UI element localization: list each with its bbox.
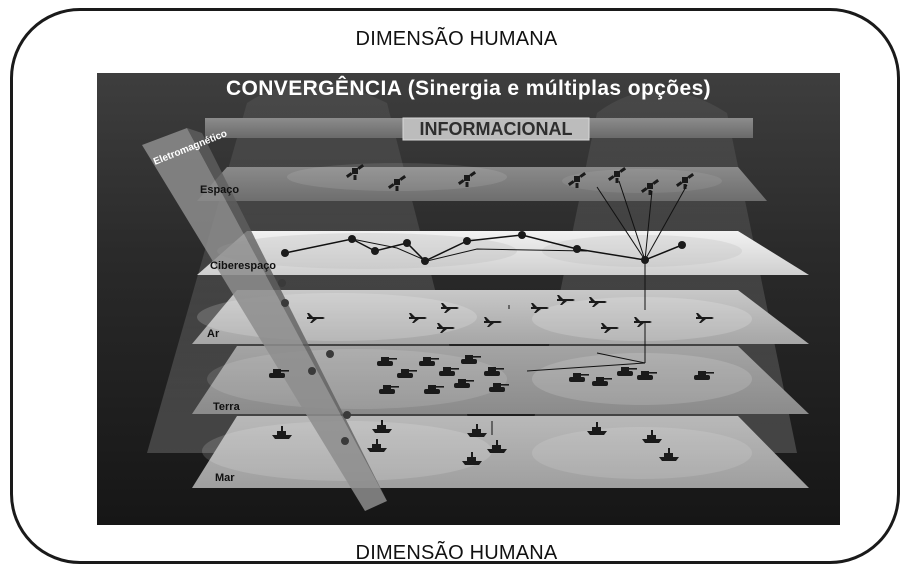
space-downlinks <box>596 180 688 310</box>
human-dimension-bottom-label: DIMENSÃO HUMANA <box>355 542 558 564</box>
layers-scene: Espaço Ciberespaço Ar Terra Mar INFORMAC… <box>142 83 809 511</box>
plane-land <box>192 346 809 414</box>
electromagnetic-beam-shadow <box>187 128 387 501</box>
cyber-zone-left <box>217 233 517 269</box>
air-zone-right <box>532 297 752 341</box>
space-zone-left <box>287 163 507 191</box>
electromagnetic-beam <box>142 128 387 511</box>
human-dimension-frame <box>10 8 900 564</box>
plane-space <box>197 167 767 201</box>
informational-label: INFORMACIONAL <box>420 119 573 139</box>
layer-label-sea: Mar <box>215 472 235 484</box>
sea-zone-right <box>532 427 752 479</box>
layer-label-space: Espaço <box>200 184 239 196</box>
layer-label-cyberspace: Ciberespaço <box>210 260 276 272</box>
space-zone-right <box>562 169 722 193</box>
informational-label-box <box>402 117 590 141</box>
beam-nodes <box>278 279 351 445</box>
human-dimension-top-label: DIMENSÃO HUMANA <box>355 28 558 50</box>
convergence-panel: Espaço Ciberespaço Ar Terra Mar INFORMAC… <box>97 73 840 525</box>
cyber-network-links <box>284 234 683 262</box>
plane-air <box>192 290 809 344</box>
panel-title: CONVERGÊNCIA (Sinergia e múltiplas opçõe… <box>225 77 712 100</box>
layer-label-land: Terra <box>213 401 241 413</box>
layer-label-air: Ar <box>207 328 220 340</box>
land-links <box>526 323 646 372</box>
